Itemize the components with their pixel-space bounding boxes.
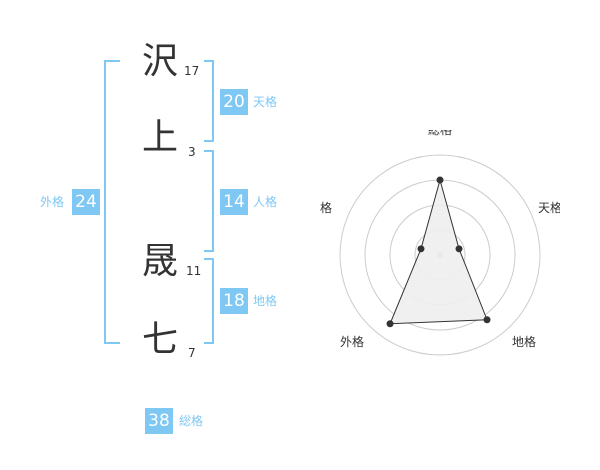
- radar-point-5: [417, 245, 425, 253]
- gaikaku-bracket: [104, 60, 120, 344]
- gaikaku-value: 24: [72, 189, 100, 215]
- radar-axis-label: 天格: [538, 200, 560, 215]
- tenkaku-value: 20: [220, 89, 248, 115]
- radar-data-polygon: [389, 178, 488, 325]
- soukaku-label: 総格: [179, 414, 204, 428]
- radar-point-2: [455, 245, 463, 253]
- radar-axis-label: 外格: [340, 334, 364, 349]
- name-char-2: 上: [141, 117, 178, 158]
- jinkaku-bracket: [204, 150, 214, 252]
- tenkaku-bracket: [204, 60, 214, 142]
- radar-grid-ring: [339, 154, 541, 356]
- name-char-4: 七: [141, 319, 178, 360]
- stroke-count-1: 17: [184, 64, 200, 78]
- soukaku-value: 38: [145, 408, 173, 434]
- stroke-count-2: 3: [188, 145, 196, 159]
- gaikaku-label: 外格: [40, 195, 65, 209]
- jinkaku-value: 14: [220, 189, 248, 215]
- chikaku-value: 18: [220, 288, 248, 314]
- chikaku-label: 地格: [253, 294, 278, 308]
- radar-point-4: [386, 320, 394, 328]
- name-char-3: 晟: [141, 241, 178, 282]
- stroke-count-3: 11: [186, 264, 202, 278]
- radar-axis-label: 人格: [320, 200, 332, 215]
- radar-point-1: [436, 176, 444, 184]
- tenkaku-label: 天格: [253, 95, 278, 109]
- chikaku-bracket: [204, 258, 214, 344]
- stroke-count-4: 7: [188, 346, 196, 360]
- radar-axis-label: 地格: [512, 334, 536, 349]
- radar-point-3: [483, 316, 491, 324]
- radar-axis-label: 総格: [428, 130, 452, 137]
- name-char-1: 沢: [141, 41, 178, 82]
- jinkaku-label: 人格: [253, 195, 278, 209]
